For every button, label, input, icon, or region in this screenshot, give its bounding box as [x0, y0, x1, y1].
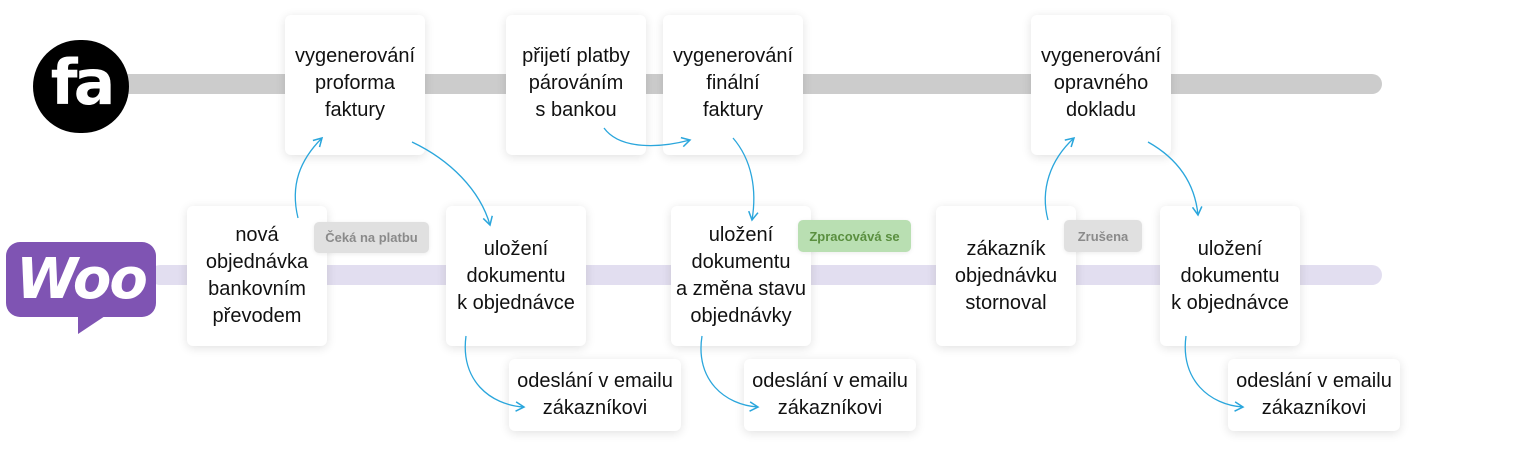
step-save-document-1: uložení dokumentu k objednávce	[446, 206, 586, 346]
step-order-cancelled: zákazník objednávku stornoval	[936, 206, 1076, 346]
arrow-correction-to-save	[1147, 141, 1203, 217]
arrow-payment-to-final	[603, 127, 692, 148]
arrow-final-to-save	[732, 137, 759, 222]
woocommerce-logo: Woo	[6, 242, 156, 334]
step-save-document-2: uložení dokumentu k objednávce	[1160, 206, 1300, 346]
step-payment-matching: přijetí platby párováním s bankou	[506, 15, 646, 155]
arrow-save-to-email-1	[464, 335, 526, 412]
step-send-email-3: odeslání v emailu zákazníkovi	[1228, 359, 1400, 431]
step-new-order: nová objednávka bankovním převodem	[187, 206, 327, 346]
arrow-proforma-to-save	[411, 141, 493, 227]
status-badge-awaiting-payment: Čeká na platbu	[314, 222, 429, 253]
arrow-cancel-to-correction	[1044, 136, 1076, 221]
arrow-order-to-proforma	[294, 136, 324, 219]
step-send-email-1: odeslání v emailu zákazníkovi	[509, 359, 681, 431]
step-save-document-status: uložení dokumentu a změna stavu objednáv…	[671, 206, 811, 346]
status-badge-cancelled: Zrušena	[1064, 220, 1142, 252]
status-badge-processing: Zpracovává se	[798, 220, 911, 252]
step-proforma-invoice: vygenerování proforma faktury	[285, 15, 425, 155]
fakturoid-logo: fa	[33, 40, 129, 133]
step-correction-document: vygenerování opravného dokladu	[1031, 15, 1171, 155]
step-send-email-2: odeslání v emailu zákazníkovi	[744, 359, 916, 431]
step-final-invoice: vygenerování finální faktury	[663, 15, 803, 155]
arrow-save-to-email-3	[1184, 335, 1245, 412]
arrow-save-to-email-2	[700, 335, 760, 412]
